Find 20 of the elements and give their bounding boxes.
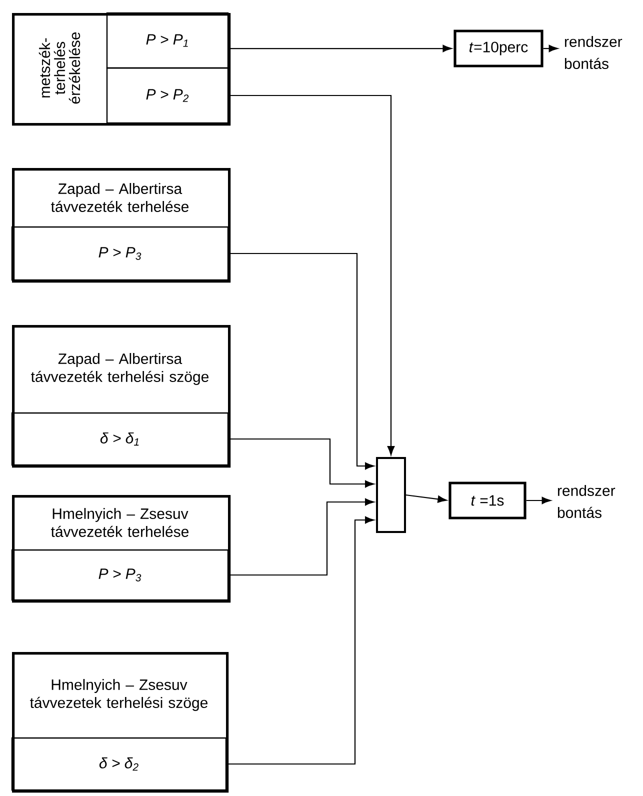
timer-box: t =1s [448, 482, 526, 520]
condition-cell: δ > δ$_{2}$ [11, 737, 227, 791]
arrow [228, 438, 374, 488]
arrow [228, 44, 452, 52]
arrow [226, 516, 374, 765]
condition-cell: P > P$_{1}$ [106, 12, 229, 69]
arrow [526, 496, 551, 504]
arrow [543, 44, 558, 52]
arrow [228, 498, 374, 576]
timer-box: t=10perc [454, 30, 544, 68]
condition-cell: δ > δ$_{1}$ [11, 412, 229, 466]
condition-cell: P > P$_{2}$ [106, 67, 229, 124]
arrow [406, 494, 447, 503]
condition-cell: P > P$_{3}$ [11, 549, 229, 601]
output-text: rendszer bontás [558, 485, 616, 518]
condition-cell: P > P$_{3}$ [11, 226, 229, 281]
output-text: rendszer bontás [564, 36, 622, 70]
arrow [228, 252, 374, 470]
logic-gate-box [376, 457, 406, 533]
arrow [228, 94, 395, 456]
